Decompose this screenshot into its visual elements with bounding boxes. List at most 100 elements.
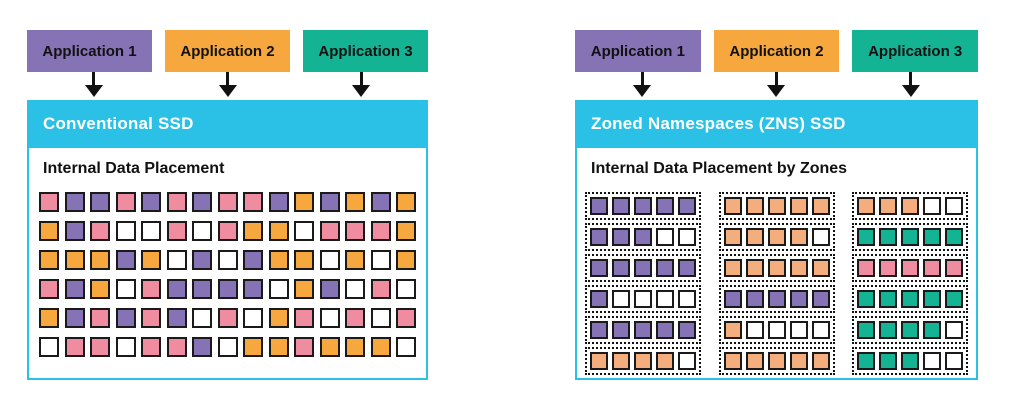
data-placement-grid [37, 192, 418, 357]
application-1-box: Application 1 [27, 30, 152, 72]
data-block-teal [857, 321, 875, 339]
data-block-peach [879, 197, 897, 215]
down-arrow-icon [575, 72, 709, 100]
data-block-white [115, 221, 136, 241]
zoned-data-placement-grid [585, 192, 968, 375]
zone-row [585, 192, 968, 220]
ssd-header: Zoned Namespaces (ZNS) SSD [575, 100, 978, 148]
zone [852, 347, 968, 375]
data-block-purple [678, 197, 696, 215]
data-block-purple [656, 197, 674, 215]
ssd-body: Internal Data Placement by Zones [575, 148, 978, 380]
application-3-label: Application 3 [868, 42, 963, 60]
data-block-white [268, 279, 289, 299]
data-block-teal [923, 228, 941, 246]
data-block-peach [811, 197, 830, 215]
data-block-pink [345, 221, 365, 241]
down-arrow-icon [844, 72, 978, 100]
data-block-pink [294, 308, 314, 328]
data-block-pink [141, 308, 161, 328]
data-block-pink [345, 308, 365, 328]
data-block-teal [879, 352, 897, 370]
data-block-peach [811, 259, 830, 277]
data-block-purple [192, 192, 212, 212]
application-1-box: Application 1 [575, 30, 701, 72]
zone [585, 192, 701, 220]
zone [852, 223, 968, 251]
data-block-orange [39, 221, 59, 241]
zone [852, 316, 968, 344]
down-arrow-icon [709, 72, 843, 100]
arrow-row [575, 72, 978, 100]
data-block-peach [745, 228, 764, 246]
data-block-white [656, 228, 674, 246]
data-block-orange [294, 279, 314, 299]
arrow-row [27, 72, 428, 100]
data-block-pink [64, 337, 85, 357]
zone [852, 254, 968, 282]
ssd-header: Conventional SSD [27, 100, 428, 148]
data-block-white [811, 228, 830, 246]
data-block-purple [634, 321, 652, 339]
data-block-pink [294, 337, 314, 357]
data-block-teal [901, 228, 919, 246]
application-3-label: Application 3 [318, 42, 413, 60]
data-block-white [243, 308, 263, 328]
data-block-white [115, 337, 136, 357]
data-block-peach [656, 352, 674, 370]
data-block-peach [857, 197, 875, 215]
zone [585, 285, 701, 313]
data-block-pink [217, 192, 238, 212]
ssd-body: Internal Data Placement [27, 148, 428, 380]
data-block-peach [767, 197, 786, 215]
data-block-teal [923, 321, 941, 339]
zone [718, 316, 835, 344]
data-block-peach [789, 259, 808, 277]
data-block-pink [879, 259, 897, 277]
data-block-pink [370, 279, 391, 299]
data-block-peach [723, 197, 742, 215]
zone [718, 192, 835, 220]
data-block-peach [789, 197, 808, 215]
data-block-purple [217, 279, 238, 299]
data-block-peach [767, 228, 786, 246]
zone [585, 223, 701, 251]
data-block-purple [612, 259, 630, 277]
data-block-pink [857, 259, 875, 277]
zone [718, 285, 835, 313]
data-block-orange [39, 250, 59, 270]
data-block-white [945, 197, 963, 215]
data-block-orange [64, 250, 85, 270]
data-block-peach [634, 352, 652, 370]
data-block-white [634, 290, 652, 308]
data-block-white [945, 352, 963, 370]
data-block-pink [923, 259, 941, 277]
data-block-peach [789, 352, 808, 370]
data-block-pink [945, 259, 963, 277]
data-block-purple [115, 308, 136, 328]
data-block-purple [634, 197, 652, 215]
data-block-pink [141, 337, 161, 357]
data-block-teal [879, 321, 897, 339]
zone-row [585, 285, 968, 313]
data-block-pink [319, 221, 340, 241]
data-block-peach [745, 352, 764, 370]
zone [852, 285, 968, 313]
data-block-peach [723, 352, 742, 370]
application-2-box: Application 2 [165, 30, 290, 72]
data-block-white [319, 308, 340, 328]
zone [718, 254, 835, 282]
conventional-ssd-box: Conventional SSD Internal Data Placement [27, 100, 428, 380]
data-block-peach [590, 352, 608, 370]
zone-row [585, 223, 968, 251]
data-block-peach [745, 197, 764, 215]
data-block-purple [590, 228, 608, 246]
data-block-pink [217, 308, 238, 328]
data-block-pink [217, 221, 238, 241]
placement-title: Internal Data Placement by Zones [591, 160, 848, 177]
data-block-teal [901, 290, 919, 308]
application-3-box: Application 3 [852, 30, 979, 72]
data-block-orange [268, 221, 289, 241]
data-block-pink [166, 192, 187, 212]
